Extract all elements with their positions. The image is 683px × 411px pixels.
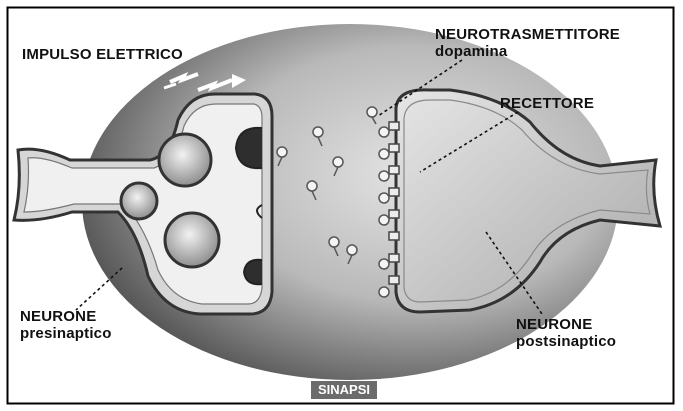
label-neurotransmitter-name: dopamina [435,43,620,60]
label-postsynaptic-line2: postsinaptico [516,333,616,350]
label-postsynaptic: NEURONE postsinaptico [516,316,616,350]
vesicle-1 [159,134,211,186]
label-receptor: RECETTORE [500,95,594,112]
vesicle-3 [165,213,219,267]
fusing-vesicle-lower [244,260,262,285]
label-presynaptic: NEURONE presinaptico [20,308,112,342]
label-neurotransmitter-title: NEUROTRASMETTITORE [435,26,620,43]
synapse-title-badge: SINAPSI [311,381,377,399]
label-neurotransmitter: NEUROTRASMETTITORE dopamina [435,26,620,60]
label-receptor-text: RECETTORE [500,95,594,112]
label-presynaptic-line1: NEURONE [20,308,112,325]
vesicle-2 [121,183,157,219]
label-impulse: IMPULSO ELETTRICO [22,46,183,63]
label-presynaptic-line2: presinaptico [20,325,112,342]
label-postsynaptic-line1: NEURONE [516,316,616,333]
label-impulse-text: IMPULSO ELETTRICO [22,46,183,63]
